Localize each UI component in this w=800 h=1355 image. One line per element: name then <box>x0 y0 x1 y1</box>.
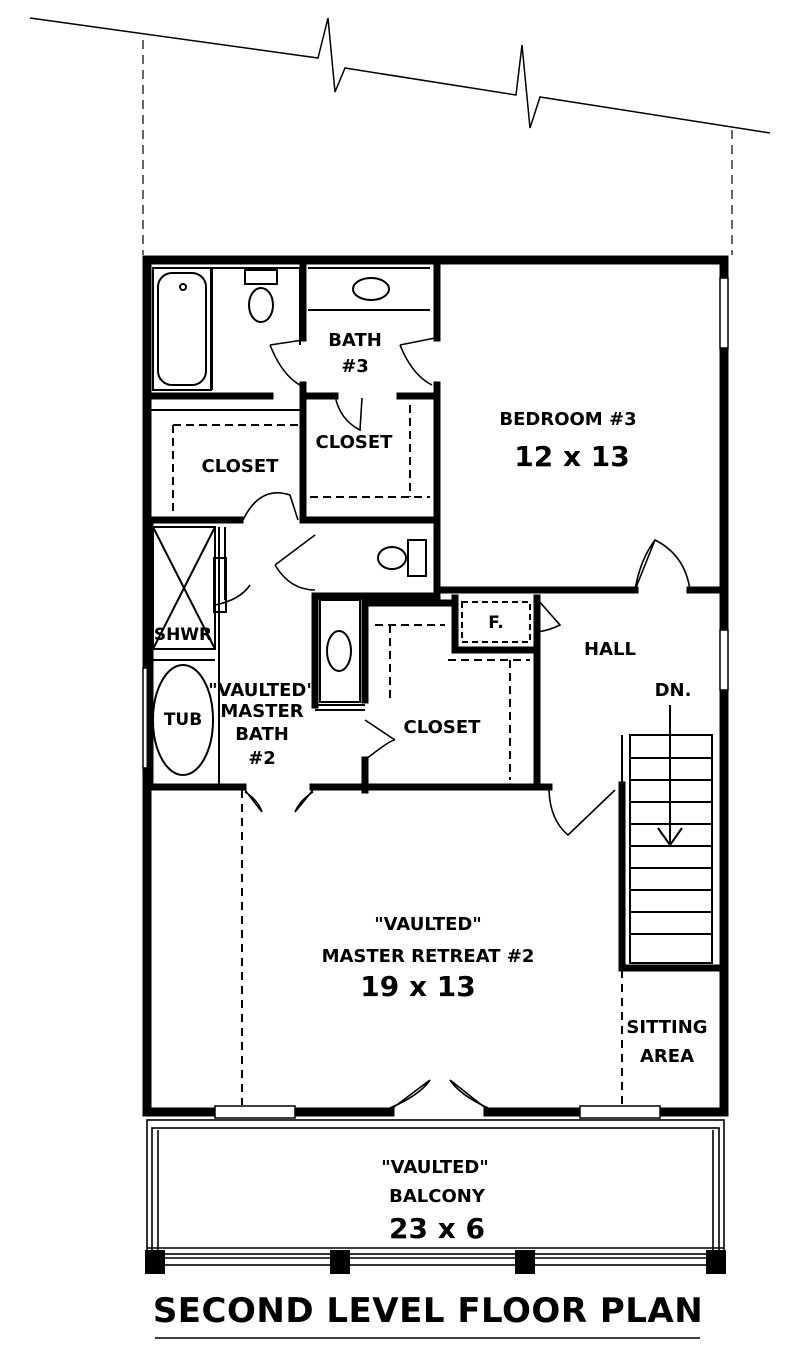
master-bath-line4: #2 <box>248 748 276 769</box>
bath3-number: #3 <box>341 356 369 377</box>
master-retreat-line2: MASTER RETREAT #2 <box>322 946 535 967</box>
bath3-name: BATH <box>328 330 382 351</box>
closet-left-label: CLOSET <box>202 456 280 477</box>
balcony-outline <box>146 1119 725 1266</box>
bedroom3-name: BEDROOM #3 <box>499 409 636 430</box>
room-labels: BATH #3 BEDROOM #3 12 x 13 CLOSET CLOSET… <box>154 330 708 1245</box>
bedroom3-size: 12 x 13 <box>514 440 630 473</box>
sitting-area-line1: SITTING <box>626 1017 707 1038</box>
master-bath-line1: "VAULTED" <box>208 680 315 701</box>
doors <box>214 337 691 1111</box>
stairs-down-label: DN. <box>655 680 692 701</box>
balcony-line1: "VAULTED" <box>381 1157 488 1178</box>
plan-title: SECOND LEVEL FLOOR PLAN <box>153 1291 703 1331</box>
extension-lines <box>142 40 733 255</box>
master-bath-line3: BATH <box>235 724 289 745</box>
master-retreat-size: 19 x 13 <box>360 970 476 1003</box>
roof-break-line <box>29 17 771 134</box>
hall-label: HALL <box>584 639 636 660</box>
interior-walls <box>146 258 728 972</box>
balcony-line2: BALCONY <box>389 1186 486 1207</box>
furnace-label: F. <box>488 613 504 633</box>
master-retreat-line1: "VAULTED" <box>374 914 481 935</box>
closet-center-label: CLOSET <box>404 717 482 738</box>
tub-label: TUB <box>164 710 202 730</box>
closet-upper-label: CLOSET <box>316 432 394 453</box>
fixture-outlines <box>150 267 713 1105</box>
shower-label: SHWR <box>154 625 212 645</box>
sitting-area-line2: AREA <box>640 1046 694 1067</box>
balcony-size: 23 x 6 <box>389 1212 485 1245</box>
balcony-posts <box>145 1250 726 1274</box>
master-bath-line2: MASTER <box>220 701 303 722</box>
